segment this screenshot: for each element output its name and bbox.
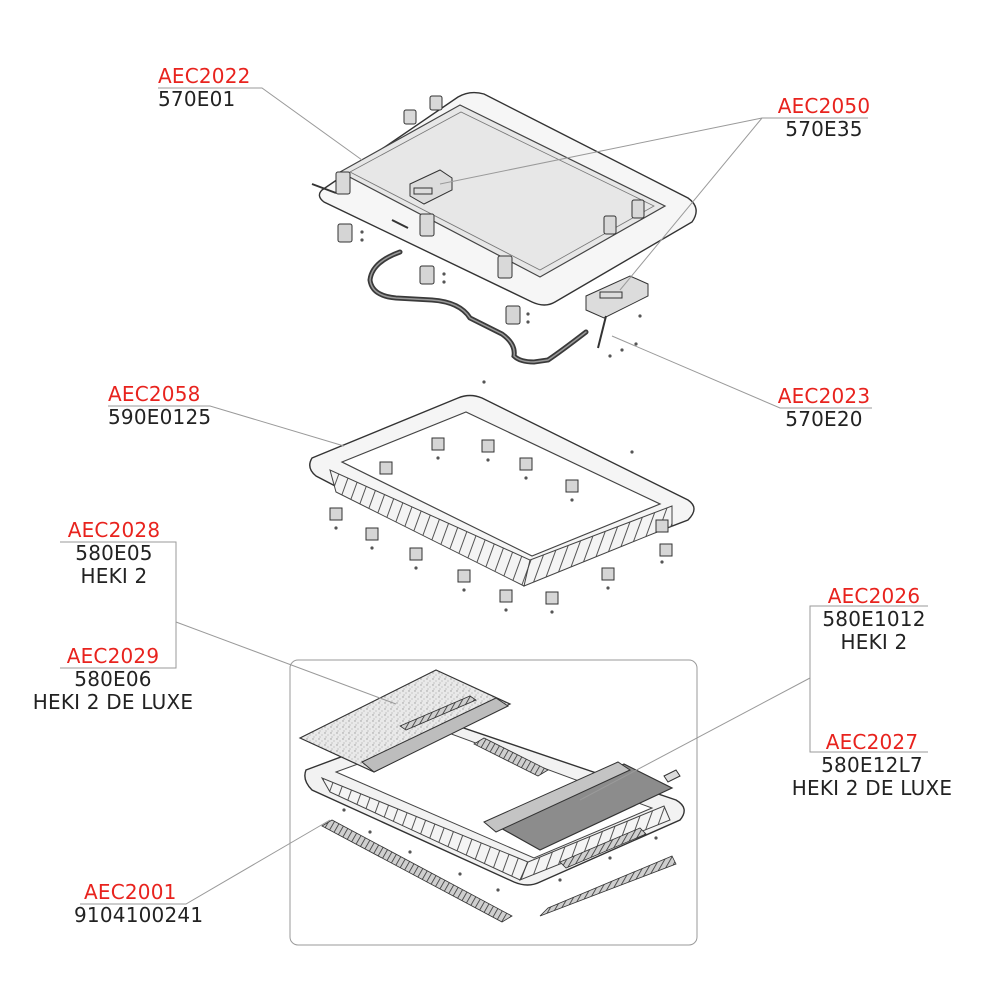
part-model: HEKI 2 [840,630,908,654]
leader-aec2023 [611,335,872,409]
leader-aec2028-pointer [175,621,397,705]
sealing-strips [321,695,677,923]
leader-aec2050-b [619,117,763,291]
leader-aec2022 [158,87,363,161]
part-code: AEC2023 [777,384,871,408]
part-reference: 580E1012 [822,607,926,631]
part-reference: 580E06 [74,667,152,691]
part-model: HEKI 2 DE LUXE [791,776,953,800]
part-reference: 570E01 [158,87,236,111]
lid-inner-rim [349,111,655,271]
leader-aec2026-pointer [579,677,811,801]
part-code: AEC2022 [158,64,251,88]
part-reference: 9104100241 [74,903,204,927]
part-label-aec2029: AEC2029 580E06 HEKI 2 DE LUXE [30,646,196,712]
part-reference: 580E12L7 [821,753,923,777]
frame-opening [340,411,662,557]
part-label-aec2028: AEC2028 580E05 HEKI 2 [56,520,172,586]
part-reference: 590E0125 [108,405,212,429]
part-model: HEKI 2 DE LUXE [32,690,194,714]
part-code: AEC2029 [66,644,160,668]
part-label-aec2023: AEC2023 570E20 [772,386,876,429]
inner-frame-kit-box [289,659,698,946]
blind-clip [663,769,681,783]
frame-mounting-clips [329,437,673,605]
part-label-aec2058: AEC2058 590E0125 [108,384,218,427]
part-label-aec2027: AEC2027 580E12L7 HEKI 2 DE LUXE [788,732,956,798]
part-reference: 570E35 [785,117,863,141]
lid-support-arm-highlight [369,251,587,363]
frame-inner-skirt [329,469,673,587]
part-label-aec2001: AEC2001 9104100241 [74,880,204,927]
lid-side-clips [337,223,521,325]
part-label-aec2026: AEC2026 580E1012 HEKI 2 [814,586,934,652]
lid-hinge-brackets [335,95,645,279]
part-code: AEC2058 [108,382,201,406]
leader-aec2001 [80,819,331,905]
lid-handle-rod [311,183,409,229]
blind-bar [483,761,632,833]
inner-frame-kit [298,669,685,923]
part-code: AEC2027 [825,730,919,754]
part-code: AEC2028 [67,518,161,542]
part-reference: 570E20 [785,407,863,431]
leader-aec2026-bracket [809,605,928,753]
frame-screws [334,380,664,614]
fly-screen-panel [298,669,512,773]
lid-screws [360,230,642,358]
leader-aec2058 [108,405,345,447]
lid-center-latch [409,169,453,205]
window-lid-assembly [311,91,697,365]
part-label-aec2050: AEC2050 570E35 [772,96,876,139]
part-label-aec2022: AEC2022 570E01 [158,66,254,109]
leader-lines [60,87,928,905]
part-reference: 580E05 [75,541,153,565]
part-code: AEC2026 [827,584,921,608]
window-frame-assembly [309,380,695,614]
inner-frame-screws [342,808,658,892]
lid-inner-panel [338,104,667,278]
lid-side-mechanism [585,275,649,349]
part-model: HEKI 2 [80,564,148,588]
leader-aec2028-bracket [60,541,177,669]
fly-screen-bar [361,697,509,773]
part-code: AEC2050 [777,94,871,118]
part-code: AEC2001 [84,880,177,904]
